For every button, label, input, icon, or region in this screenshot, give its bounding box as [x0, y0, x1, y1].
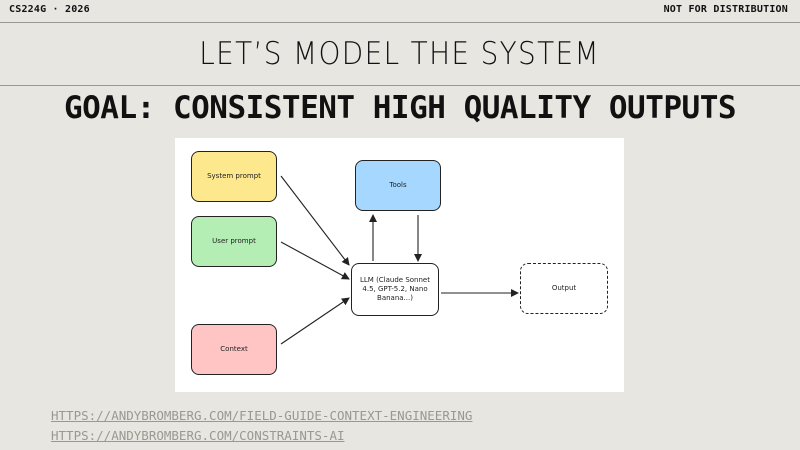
arrow-system-to-llm — [280, 175, 350, 266]
context-node: Context — [191, 324, 277, 375]
arrow-context-to-llm — [280, 297, 350, 345]
slide-title: LET’S MODEL THE SYSTEM — [199, 36, 601, 72]
distribution-notice: NOT FOR DISTRIBUTION — [663, 4, 788, 15]
link-field-guide[interactable]: HTTPS://ANDYBROMBERG.COM/FIELD-GUIDE-CON… — [51, 408, 473, 423]
system-diagram: System prompt User prompt Context Tools … — [175, 138, 624, 392]
tools-node: Tools — [355, 160, 441, 211]
arrow-user-to-llm — [280, 241, 350, 280]
output-node: Output — [520, 263, 608, 314]
user-prompt-node: User prompt — [191, 216, 277, 267]
system-prompt-node: System prompt — [191, 151, 277, 202]
link-constraints-ai[interactable]: HTTPS://ANDYBROMBERG.COM/CONSTRAINTS-AI — [51, 428, 345, 443]
course-label: CS224G · 2026 — [9, 4, 90, 15]
slide-subtitle: GOAL: CONSISTENT HIGH QUALITY OUTPUTS — [63, 90, 737, 126]
title-band: LET’S MODEL THE SYSTEM — [0, 22, 800, 86]
diagram-arrows — [280, 175, 519, 345]
llm-node: LLM (Claude Sonnet 4.5, GPT-5.2, Nano Ba… — [351, 263, 439, 316]
